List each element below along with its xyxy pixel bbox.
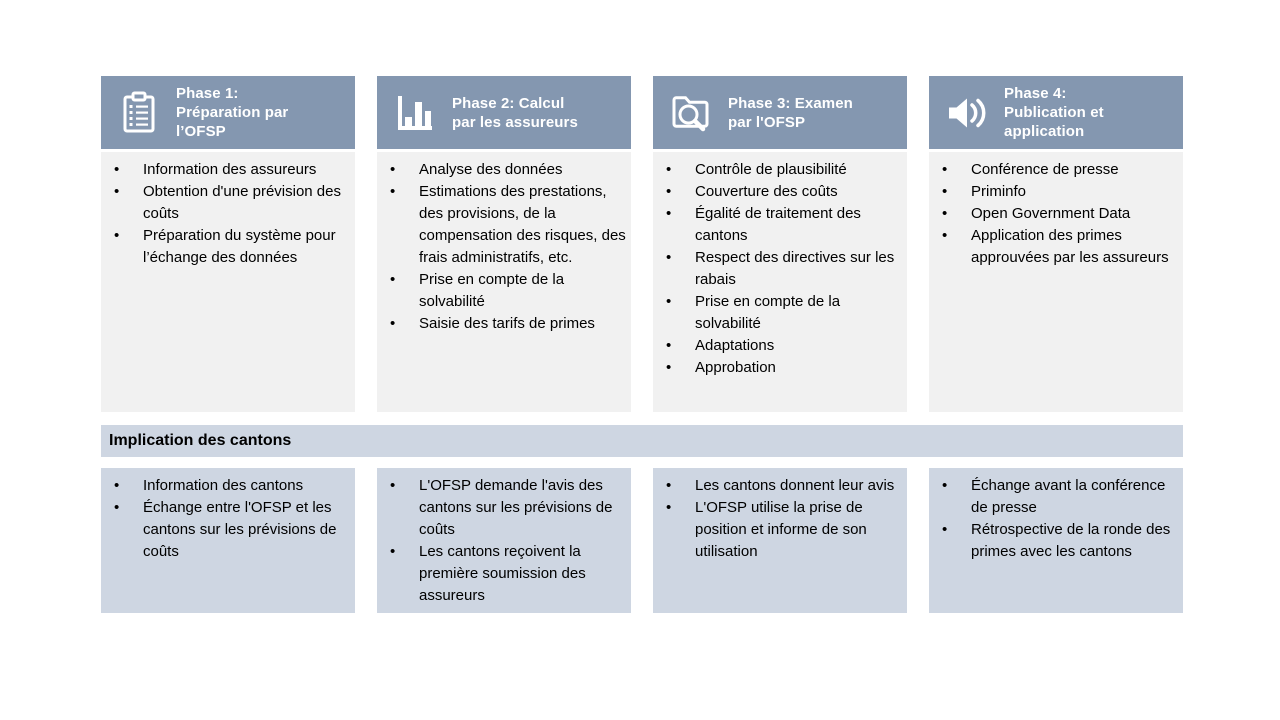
bullet-item: Rétrospective de la ronde des primes ave… xyxy=(929,519,1179,563)
bullet-item: Information des cantons xyxy=(101,475,351,497)
bullet-item: Priminfo xyxy=(929,181,1179,203)
bullet-item: Couverture des coûts xyxy=(653,181,903,203)
phase-2-header: Phase 2: Calcul par les assureurs xyxy=(377,76,631,149)
activity-list: Conférence de pressePriminfoOpen Governm… xyxy=(929,159,1179,269)
phase-1-header: Phase 1: Préparation par l’OFSP xyxy=(101,76,355,149)
speaker-icon xyxy=(942,89,992,137)
phase-4-canton-involvement: Échange avant la conférence de presseRét… xyxy=(929,468,1183,613)
bullet-item: Respect des directives sur les rabais xyxy=(653,247,903,291)
folder-search-icon xyxy=(666,89,716,137)
activity-list: Analyse des donnéesEstimations des prest… xyxy=(377,159,627,335)
canton-list: Les cantons donnent leur avisL'OFSP util… xyxy=(653,475,903,563)
bullet-item: Adaptations xyxy=(653,335,903,357)
bar-chart-icon xyxy=(390,89,440,137)
bullet-item: Échange entre l'OFSP et les cantons sur … xyxy=(101,497,351,563)
canton-involvement-row: Information des cantonsÉchange entre l'O… xyxy=(101,468,1183,613)
phase-1-title: Phase 1: Préparation par l’OFSP xyxy=(176,85,289,140)
bullet-item: Approbation xyxy=(653,357,903,379)
bullet-item: Obtention d'une prévision des coûts xyxy=(101,181,351,225)
canton-list: Information des cantonsÉchange entre l'O… xyxy=(101,475,351,563)
canton-banner-label: Implication des cantons xyxy=(109,432,292,449)
phase-3-activities: Contrôle de plausibilitéCouverture des c… xyxy=(653,152,907,412)
bullet-item: Saisie des tarifs de primes xyxy=(377,313,627,335)
clipboard-checklist-icon xyxy=(114,89,164,137)
canton-list: Échange avant la conférence de presseRét… xyxy=(929,475,1179,563)
bullet-item: Analyse des données xyxy=(377,159,627,181)
phase-3-canton-involvement: Les cantons donnent leur avisL'OFSP util… xyxy=(653,468,907,613)
phase-4-activities: Conférence de pressePriminfoOpen Governm… xyxy=(929,152,1183,412)
bullet-item: Information des assureurs xyxy=(101,159,351,181)
bullet-item: Prise en compte de la solvabilité xyxy=(377,269,627,313)
bullet-item: L'OFSP demande l'avis des cantons sur le… xyxy=(377,475,627,541)
phase-4-title: Phase 4: Publication et application xyxy=(1004,85,1104,140)
bullet-item: Conférence de presse xyxy=(929,159,1179,181)
bullet-item: Les cantons reçoivent la première soumis… xyxy=(377,541,627,607)
bullet-item: Échange avant la conférence de presse xyxy=(929,475,1179,519)
process-diagram: Phase 1: Préparation par l’OFSP Phase 2:… xyxy=(101,76,1183,613)
phase-4-header: Phase 4: Publication et application xyxy=(929,76,1183,149)
canton-list: L'OFSP demande l'avis des cantons sur le… xyxy=(377,475,627,607)
canton-banner: Implication des cantons xyxy=(101,425,1183,457)
phase-1-canton-involvement: Information des cantonsÉchange entre l'O… xyxy=(101,468,355,613)
phase-1-activities: Information des assureursObtention d'une… xyxy=(101,152,355,412)
bullet-item: Préparation du système pour l’échange de… xyxy=(101,225,351,269)
bullet-item: Estimations des prestations, des provisi… xyxy=(377,181,627,269)
phase-headers-row: Phase 1: Préparation par l’OFSP Phase 2:… xyxy=(101,76,1183,149)
phase-3-header: Phase 3: Examen par l'OFSP xyxy=(653,76,907,149)
phase-2-title: Phase 2: Calcul par les assureurs xyxy=(452,94,578,131)
phase-2-activities: Analyse des donnéesEstimations des prest… xyxy=(377,152,631,412)
phase-3-title: Phase 3: Examen par l'OFSP xyxy=(728,94,853,131)
bullet-item: Égalité de traitement des cantons xyxy=(653,203,903,247)
bullet-item: Application des primes approuvées par le… xyxy=(929,225,1179,269)
phase-2-canton-involvement: L'OFSP demande l'avis des cantons sur le… xyxy=(377,468,631,613)
phase-activities-row: Information des assureursObtention d'une… xyxy=(101,152,1183,412)
bullet-item: Open Government Data xyxy=(929,203,1179,225)
bullet-item: Prise en compte de la solvabilité xyxy=(653,291,903,335)
activity-list: Information des assureursObtention d'une… xyxy=(101,159,351,269)
activity-list: Contrôle de plausibilitéCouverture des c… xyxy=(653,159,903,379)
bullet-item: L'OFSP utilise la prise de position et i… xyxy=(653,497,903,563)
bullet-item: Contrôle de plausibilité xyxy=(653,159,903,181)
bullet-item: Les cantons donnent leur avis xyxy=(653,475,903,497)
